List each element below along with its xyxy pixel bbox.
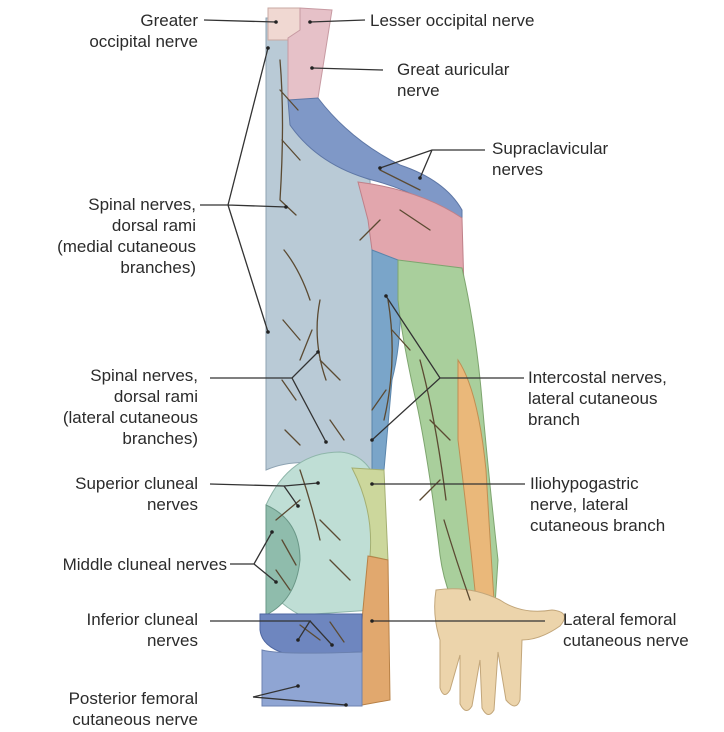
body-illustration: [260, 8, 565, 715]
label-intercostal-nerves: Intercostal nerves, lateral cutaneous br…: [528, 367, 667, 430]
intercostal-region: [372, 250, 400, 470]
lateral-femoral-region: [362, 556, 390, 705]
posterior-femoral-region: [262, 650, 362, 706]
label-supraclavicular-nerves: Supraclavicular nerves: [492, 138, 608, 180]
label-iliohypogastric-nerve: Iliohypogastric nerve, lateral cutaneous…: [530, 473, 665, 536]
label-great-auricular-nerve: Great auricular nerve: [397, 59, 509, 101]
leader-greater-occipital: [204, 20, 276, 22]
hand-region: [435, 589, 565, 715]
inferior-cluneal-region: [260, 614, 362, 655]
label-spinal-nerves-medial: Spinal nerves, dorsal rami (medial cutan…: [57, 194, 196, 278]
label-lateral-femoral-cutaneous-nerve: Lateral femoral cutaneous nerve: [563, 609, 689, 651]
label-superior-cluneal-nerves: Superior cluneal nerves: [75, 473, 198, 515]
label-inferior-cluneal-nerves: Inferior cluneal nerves: [86, 609, 198, 651]
label-middle-cluneal-nerves: Middle cluneal nerves: [63, 554, 227, 575]
label-spinal-nerves-lateral: Spinal nerves, dorsal rami (lateral cuta…: [63, 365, 198, 449]
label-greater-occipital-nerve: Greater occipital nerve: [89, 10, 198, 52]
label-lesser-occipital-nerve: Lesser occipital nerve: [370, 10, 534, 31]
label-posterior-femoral-cutaneous-nerve: Posterior femoral cutaneous nerve: [69, 688, 198, 730]
